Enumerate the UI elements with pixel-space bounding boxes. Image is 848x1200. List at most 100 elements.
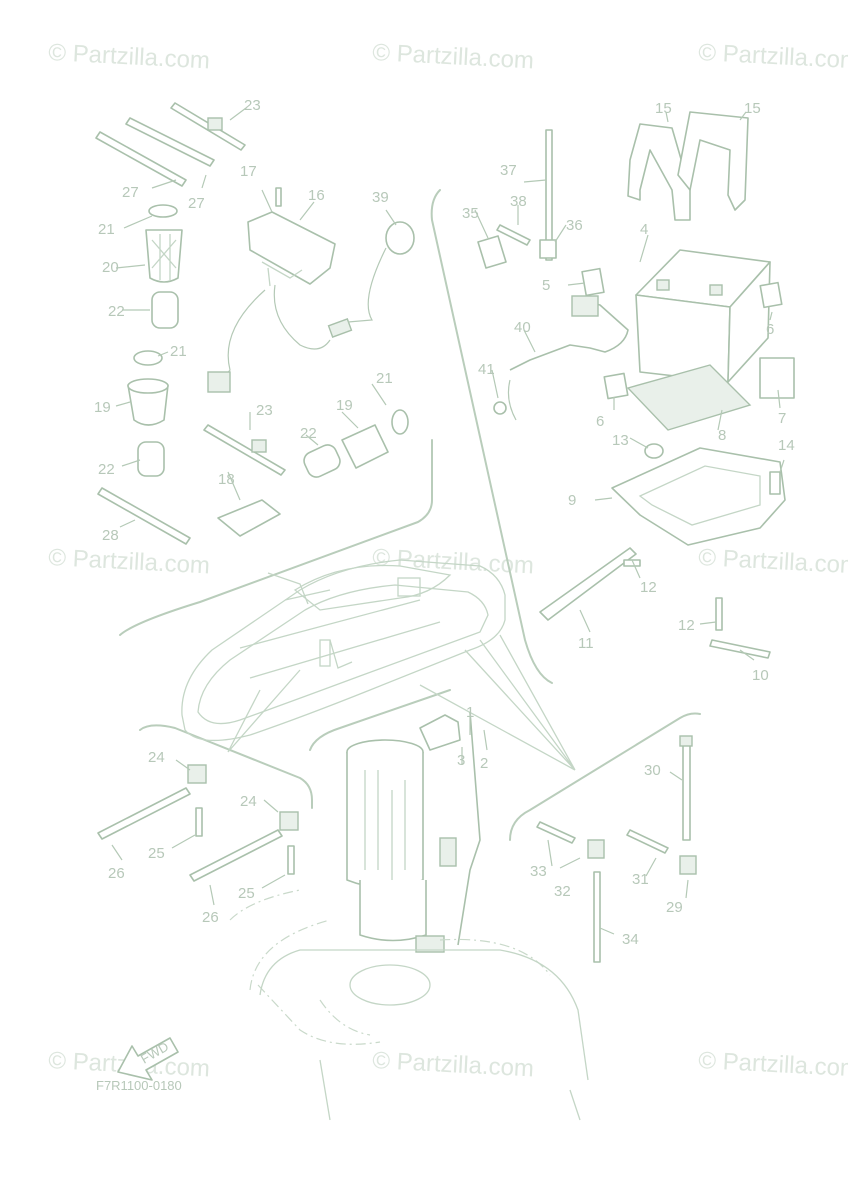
strainer-19a-top	[127, 378, 169, 394]
group-bottom-left-parts	[97, 764, 299, 882]
callout-40: 40	[514, 319, 531, 336]
hull-outline	[181, 559, 506, 742]
clamp-30-head	[679, 735, 693, 747]
pad-18	[217, 499, 281, 537]
callout-41: 41	[478, 361, 495, 378]
group-top-left-parts	[95, 102, 415, 545]
nut-13	[644, 443, 664, 459]
separator-top-left	[119, 439, 433, 636]
fuel-pump-lower	[359, 880, 427, 942]
fuel-tank-lower	[229, 889, 371, 1036]
separator-bottom-left	[139, 724, 313, 809]
band-21b	[133, 350, 163, 366]
callout-35: 35	[462, 205, 479, 222]
callout-8: 8	[718, 427, 726, 444]
diagram-code: F7R1100-0180	[96, 1078, 182, 1093]
callout-12a: 12	[640, 579, 657, 596]
group-bottom-right-parts	[536, 735, 697, 963]
callout-19a: 19	[94, 399, 111, 416]
watermark: © Partzilla.com	[372, 39, 535, 74]
callout-27b: 27	[188, 195, 205, 212]
callout-numbers: 1 2 3 4 5 6 6 7 8 9 10 11 12 12 13 14 15…	[94, 97, 795, 948]
bolt-14	[769, 471, 781, 495]
callout-21b: 21	[170, 343, 187, 360]
clamp-23b	[251, 439, 267, 453]
sleeve-22a	[151, 291, 179, 329]
pad-5	[581, 267, 605, 297]
callout-25b: 25	[238, 885, 255, 902]
fuel-pump-location	[319, 639, 331, 667]
meter-harness	[221, 284, 331, 381]
filter-20-ribs	[151, 234, 177, 280]
clamp-29	[679, 855, 697, 875]
connector-16b	[327, 318, 353, 338]
fwd-arrow-icon	[117, 1037, 179, 1081]
rivet-25a	[195, 807, 203, 837]
rivet-38	[496, 224, 531, 246]
pad-6b	[603, 372, 629, 400]
callout-2: 2	[480, 755, 488, 772]
battery-box-9	[611, 447, 786, 546]
callout-20: 20	[102, 259, 119, 276]
strap-10	[709, 639, 771, 659]
handlebar	[267, 572, 331, 605]
cable-tie-23b	[203, 424, 286, 476]
sleeve-22c	[303, 444, 341, 478]
callout-7: 7	[778, 410, 786, 427]
clamp-24a	[187, 764, 207, 784]
callout-17: 17	[240, 163, 257, 180]
clamp-32	[587, 839, 605, 859]
callout-3: 3	[457, 752, 465, 769]
bolt-41	[493, 401, 507, 415]
callout-5: 5	[542, 277, 550, 294]
fuel-pump-detail	[364, 770, 406, 880]
screw-17	[275, 187, 282, 207]
meter-16	[247, 211, 336, 285]
callout-30: 30	[644, 762, 661, 779]
callout-31: 31	[632, 871, 649, 888]
callout-33: 33	[530, 863, 547, 880]
callout-leaders	[111, 107, 785, 935]
clamp-24b	[279, 811, 299, 831]
cable-tie-26b	[189, 829, 283, 882]
callout-10: 10	[752, 667, 769, 684]
screw-12b	[715, 597, 723, 631]
clamp-23	[207, 117, 223, 131]
group-fuel-pump	[229, 711, 589, 1121]
callout-16: 16	[308, 187, 325, 204]
separator-bottom-center	[309, 689, 451, 751]
connector-16	[207, 371, 231, 393]
screw-12a	[623, 559, 641, 567]
fuel-tank-opening	[349, 964, 431, 1006]
callout-15b: 15	[744, 100, 761, 117]
bolt-41-wire	[507, 379, 517, 421]
mat-8	[626, 364, 752, 431]
callout-24b: 24	[240, 793, 257, 810]
callout-36: 36	[566, 217, 583, 234]
callout-23b: 23	[256, 402, 273, 419]
hull-inner	[197, 584, 489, 725]
fuel-pump-connector	[415, 935, 445, 953]
separator-right	[430, 189, 553, 684]
fuel-tank-outline	[249, 919, 551, 1045]
callout-25a: 25	[148, 845, 165, 862]
clamp-36	[539, 239, 557, 259]
callout-26b: 26	[202, 909, 219, 926]
callout-32: 32	[554, 883, 571, 900]
band-21c	[391, 409, 409, 435]
callout-26a: 26	[108, 865, 125, 882]
watermark: © Partzilla.com	[698, 1047, 848, 1082]
callout-12b: 12	[678, 617, 695, 634]
cable-tie-27a	[95, 131, 187, 187]
callout-38: 38	[510, 193, 527, 210]
callout-18: 18	[218, 471, 235, 488]
callout-13: 13	[612, 432, 629, 449]
fuel-pump-fitting-1	[419, 714, 461, 751]
cable-tie-26a	[97, 787, 191, 840]
callout-11: 11	[578, 635, 594, 652]
group-battery-parts	[477, 111, 795, 659]
cable-tie-28	[97, 487, 191, 545]
callout-19b: 19	[336, 397, 353, 414]
callout-6b: 6	[596, 413, 604, 430]
